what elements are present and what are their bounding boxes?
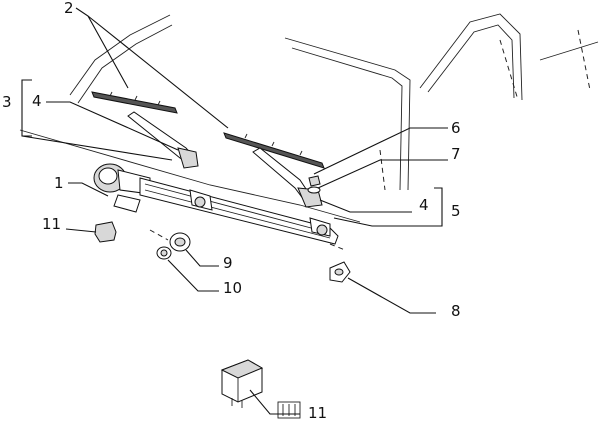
leader-lines (21, 7, 448, 415)
callout-11-upper: 11 (42, 215, 61, 233)
wiper-arm-right (252, 147, 323, 208)
callout-2: 2 (64, 0, 74, 17)
mounting-clip (329, 261, 351, 283)
wiper-blade-right (223, 132, 325, 169)
protective-cap (94, 221, 117, 243)
spindle-washer (307, 186, 321, 194)
relay-pin-icon (277, 401, 301, 419)
callout-8: 8 (451, 302, 461, 320)
wiper-relay (220, 359, 264, 408)
wiper-blade-left (91, 91, 178, 114)
callout-10: 10 (223, 279, 242, 297)
callout-4-right: 4 (419, 196, 429, 214)
callout-6: 6 (451, 119, 461, 137)
spindle-nut (308, 175, 321, 187)
callout-9: 9 (223, 254, 233, 272)
wiper-linkage-frame (139, 177, 346, 251)
vehicle-body-outline (19, 13, 599, 223)
wiper-arm-left (127, 111, 199, 169)
callout-11-lower: 11 (308, 404, 327, 422)
callout-1: 1 (54, 174, 64, 192)
wiper-motor (93, 163, 151, 213)
callout-3: 3 (2, 93, 12, 111)
callout-7: 7 (451, 145, 461, 163)
callout-5: 5 (451, 202, 461, 220)
rubber-grommet (169, 232, 191, 252)
bushing (156, 246, 172, 260)
callout-4-left: 4 (32, 92, 42, 110)
